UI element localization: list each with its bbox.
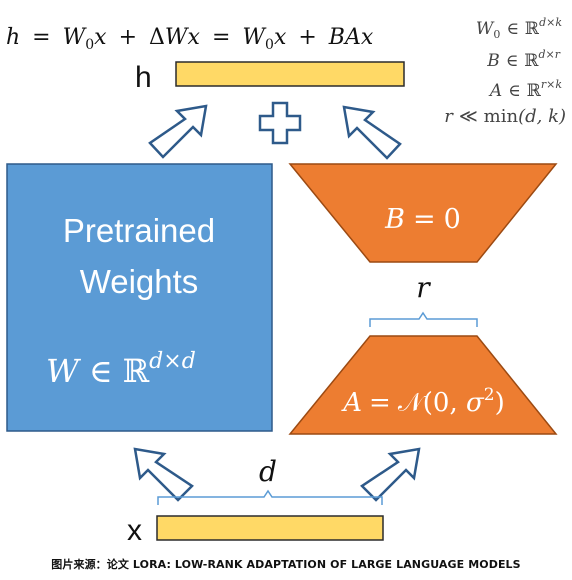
matrix-a-label: A=𝒩(0, σ2) bbox=[341, 385, 504, 418]
dim-brace bbox=[157, 489, 383, 505]
main-equation: h = W0x + ΔWx = W0x + BAx bbox=[6, 25, 374, 53]
rank-brace bbox=[369, 311, 478, 327]
matrix-b-label: B=0 bbox=[384, 204, 461, 235]
rank-label-r: r bbox=[416, 271, 431, 304]
input-vector-x bbox=[156, 515, 384, 541]
pretrained-label-line1: Pretrained bbox=[63, 212, 215, 249]
output-label-h: h bbox=[135, 61, 152, 94]
definition-rank: r≪min(d, k) bbox=[444, 106, 566, 127]
input-label-x: x bbox=[127, 514, 142, 547]
arrow-up-left-top bbox=[342, 105, 402, 160]
arrow-x-to-a bbox=[360, 447, 421, 502]
output-vector-h bbox=[175, 61, 405, 87]
definition-a: A∈ℝr×k bbox=[488, 78, 562, 101]
dim-label-d: d bbox=[259, 455, 277, 488]
pretrained-weights-block bbox=[6, 163, 273, 432]
matrix-a-block bbox=[288, 335, 558, 435]
matrix-b-block bbox=[288, 163, 558, 263]
arrow-up-right-top bbox=[148, 104, 208, 159]
plus-icon bbox=[258, 101, 302, 145]
figure-caption: 图片来源：论文 LORA: LOW-RANK ADAPTATION OF LAR… bbox=[51, 558, 521, 571]
definition-b: B∈ℝd×r bbox=[486, 48, 560, 71]
arrow-pretrained-to-h bbox=[0, 0, 13, 14]
definition-w0: W0∈ℝd×k bbox=[476, 16, 562, 41]
arrow-x-to-pretrained bbox=[133, 447, 194, 502]
pretrained-formula: W∈ℝd×d bbox=[46, 349, 196, 390]
pretrained-label-line2: Weights bbox=[80, 263, 199, 300]
